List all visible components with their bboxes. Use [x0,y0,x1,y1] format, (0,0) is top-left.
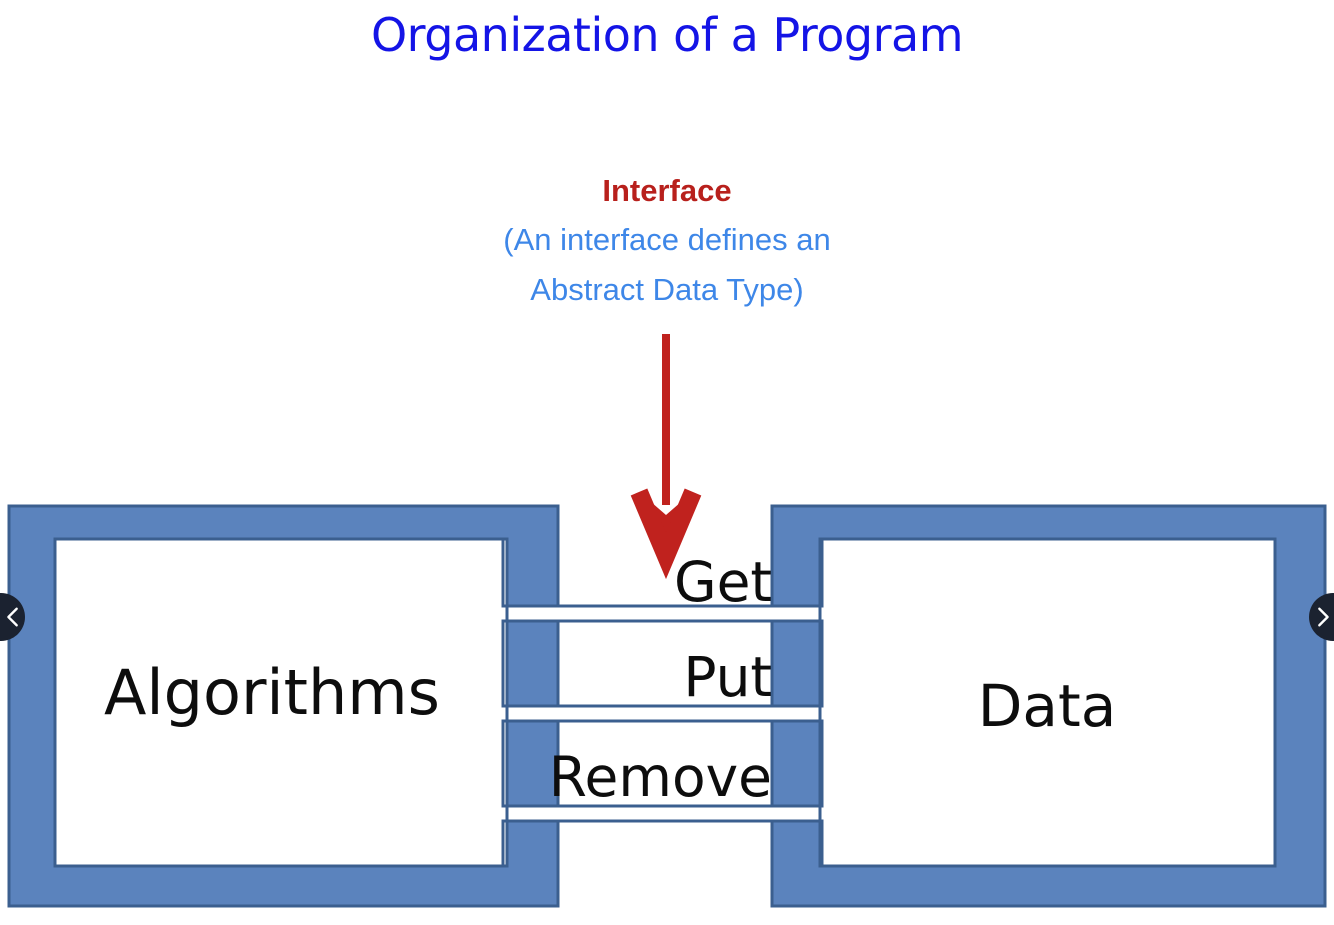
interface-callout: Interface (An interface defines an Abstr… [367,166,967,315]
interface-subtitle-line-1: (An interface defines an [503,222,831,257]
interface-heading: Interface [602,173,732,208]
chevron-right-icon[interactable] [1312,606,1334,628]
interface-method-remove: Remove [549,745,772,809]
right-block-label: Data [978,672,1117,740]
interface-channel-get [501,540,824,608]
page-title: Organization of a Program [370,8,964,62]
right-block-inner-panel [818,537,1277,868]
chevron-left-icon[interactable] [2,606,24,628]
left-block-algorithms: Algorithms [7,504,560,908]
interface-pointer-arrow-icon [630,334,702,580]
left-block-inner-panel [53,537,509,868]
interface-channel-bottom [501,819,824,866]
interface-method-get: Get [674,550,772,614]
interface-subtitle-line-2: Abstract Data Type) [530,272,804,307]
left-block-label: Algorithms [104,656,440,729]
interface-channels [501,540,824,866]
right-block-data: Data [770,504,1327,908]
interface-channel-put [501,619,824,708]
interface-method-put: Put [683,645,772,709]
interface-channel-remove [501,719,824,808]
